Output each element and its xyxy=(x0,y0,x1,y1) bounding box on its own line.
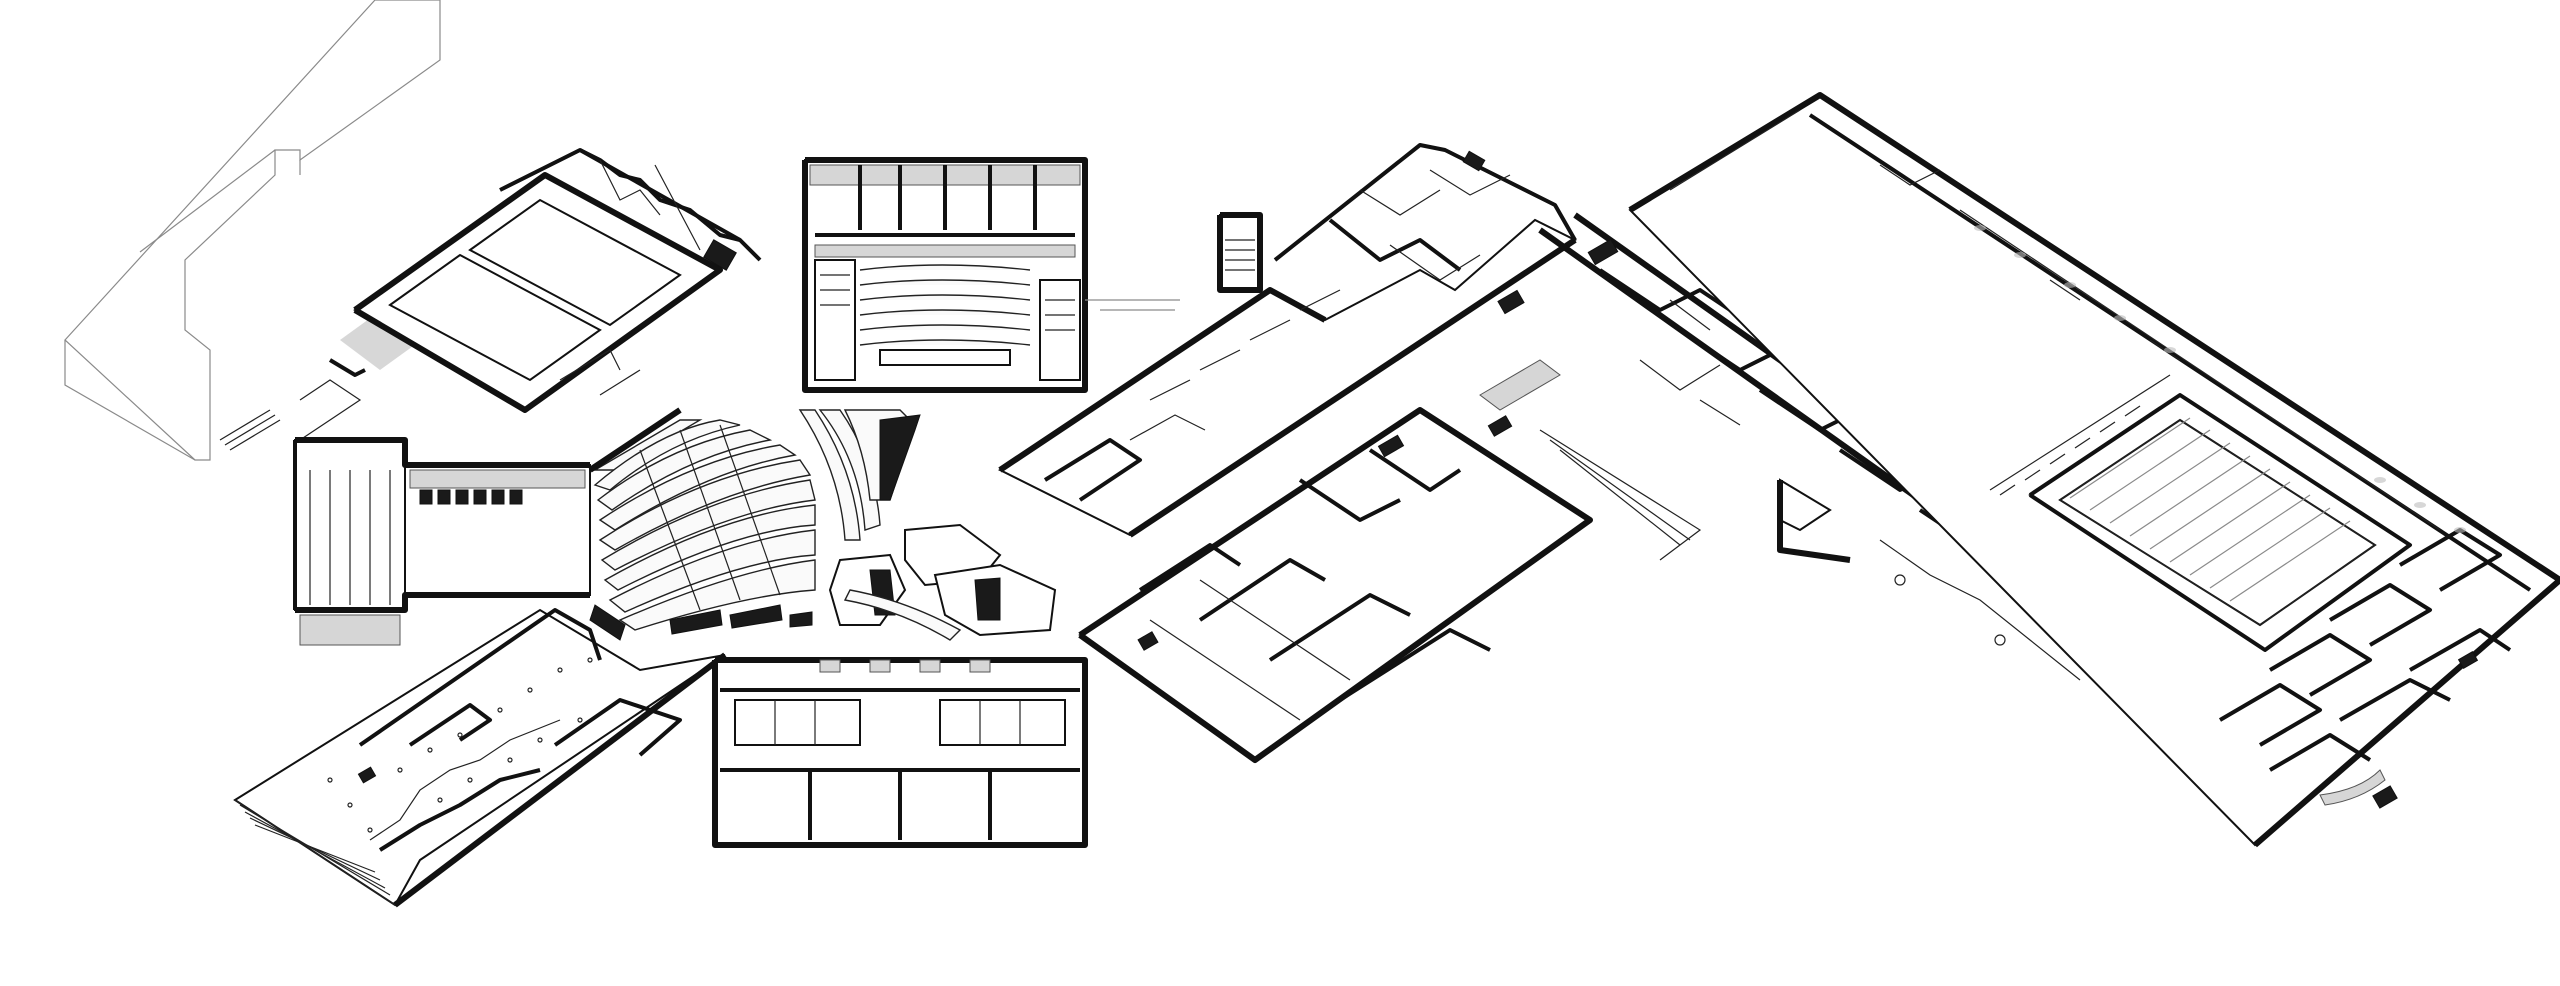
classroom-block-bottom xyxy=(712,657,1088,848)
cafe-terrace-wing xyxy=(233,608,727,908)
ground-shadows xyxy=(1974,225,2466,533)
auditorium-seating xyxy=(588,407,816,641)
lecture-hall-top xyxy=(802,157,1180,393)
classroom-wing-center xyxy=(998,143,1577,538)
classroom-wing-lower xyxy=(1078,359,1702,763)
swimming-pool xyxy=(1989,374,2412,652)
stair-core xyxy=(1217,212,1263,293)
foyer-stair-seating xyxy=(798,409,1057,641)
neighbouring-building-outline xyxy=(64,0,441,461)
stage-block xyxy=(293,437,591,646)
stage-windows xyxy=(419,489,523,505)
sports-hall-left xyxy=(219,148,762,451)
